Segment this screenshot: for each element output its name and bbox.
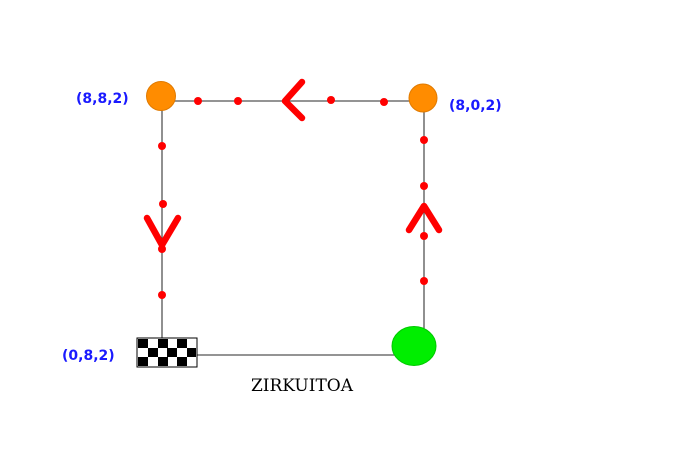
waypoint-dot <box>159 200 167 208</box>
corner-node-top-right <box>408 83 438 113</box>
waypoint-dot <box>420 136 428 144</box>
waypoint-dot <box>158 291 166 299</box>
circuit-track <box>161 100 425 356</box>
direction-arrows <box>143 78 443 249</box>
waypoint-dot <box>380 98 388 106</box>
waypoint-dot <box>234 97 242 105</box>
waypoint-dot <box>420 232 428 240</box>
start-circle-icon <box>391 326 437 366</box>
waypoint-dot <box>158 142 166 150</box>
coord-label-top-left: (8,8,2) <box>76 91 129 107</box>
waypoints <box>158 96 428 299</box>
waypoint-dot <box>194 97 202 105</box>
coord-label-bottom-left: (0,8,2) <box>62 348 115 364</box>
waypoint-dot <box>420 182 428 190</box>
corner-node-top-left <box>146 81 176 111</box>
waypoint-dot <box>420 277 428 285</box>
waypoint-dot <box>327 96 335 104</box>
diagram-caption: ZIRKUITOA <box>251 376 354 396</box>
chevron-left-arrow-icon <box>281 78 306 122</box>
chevron-down-arrow-icon <box>143 214 182 249</box>
chevron-up-arrow-icon <box>405 202 443 234</box>
coord-label-top-right: (8,0,2) <box>449 98 502 114</box>
checkered-flag-icon <box>136 337 198 368</box>
